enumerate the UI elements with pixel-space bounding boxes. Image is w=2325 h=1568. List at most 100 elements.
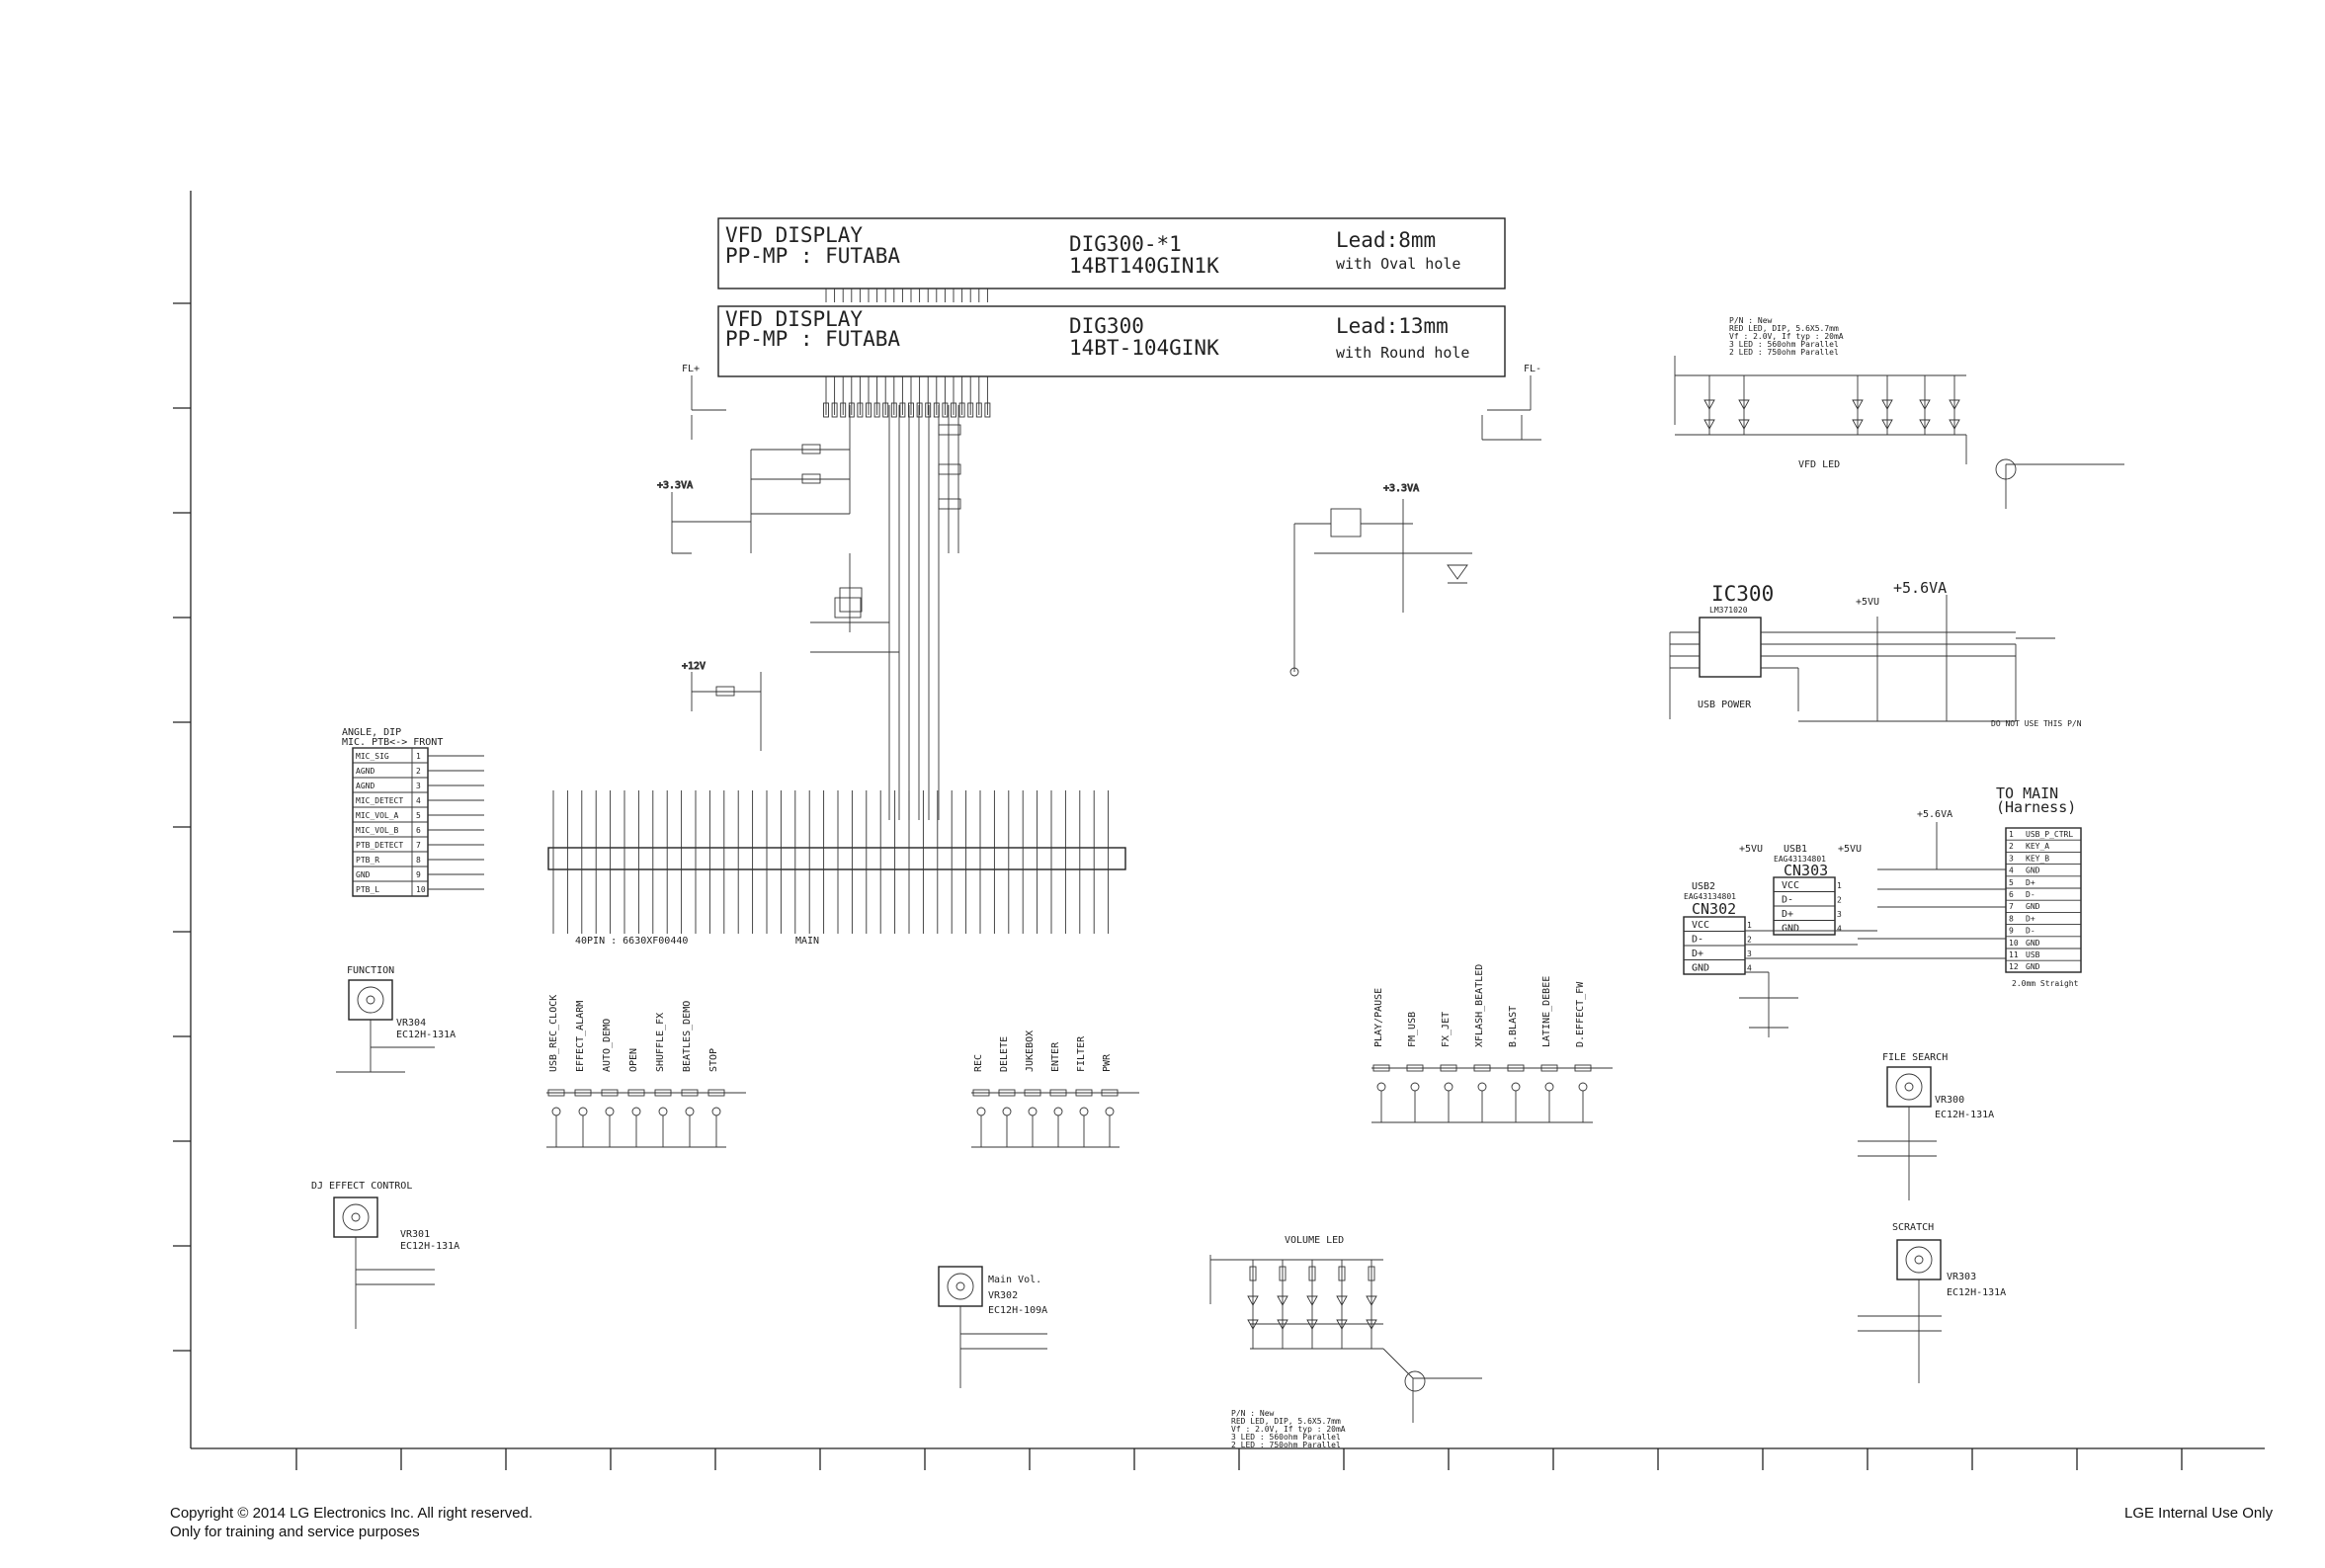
to-main-subtitle: (Harness) [1996, 798, 2076, 816]
rail-33va-b: +3.3VA [1383, 483, 1419, 494]
knob-icon [348, 979, 393, 1021]
volume-led-note-3: 3 LED : 560ohm Parallel [1231, 1433, 1341, 1442]
dj-effect-encoder: DJ EFFECT CONTROL VR301 EC12H-131A [311, 1181, 459, 1329]
vfd-top-part: DIG300-*1 [1069, 232, 1182, 256]
led-icon [1366, 1295, 1377, 1306]
key-switch [1002, 1107, 1012, 1116]
knob-icon [333, 1197, 378, 1238]
key-label: AUTO_DEMO [602, 1019, 613, 1072]
front-conn-pin-label: MIC_VOL_A [356, 811, 399, 820]
file-search-part: EC12H-131A [1935, 1110, 1994, 1120]
key-label: JUKEBOX [1025, 1031, 1036, 1072]
knob-icon [938, 1266, 983, 1307]
main-conn-label: 40PIN : 6630XF00440 [575, 936, 688, 947]
usb-power-block: IC300 LM371020 +5.6VA +5VU USB POWER DO … [1669, 579, 2082, 728]
vfd-display-bottom: VFD DISPLAY PP-MP : FUTABA DIG300 14BT-1… [717, 305, 1506, 377]
led-icon [1247, 1295, 1259, 1306]
volume-led-note-0: P/N : New [1231, 1409, 1275, 1418]
rail-5vu-a: +5VU [1856, 597, 1879, 608]
vfd-led-note-3: 3 LED : 560ohm Parallel [1729, 340, 1839, 349]
led-icon [1919, 399, 1931, 410]
key-label: ENTER [1050, 1041, 1061, 1072]
led-icon [1881, 419, 1893, 430]
to-main-pin-label: USB_P_CTRL [2026, 830, 2073, 839]
fl-minus-label: FL- [1524, 364, 1541, 374]
vfd-top-hole: with Oval hole [1336, 255, 1460, 273]
key-label: REC [973, 1054, 984, 1072]
usb-pin-number: 2 [1837, 896, 1842, 905]
main-connector: 40PIN : 6630XF00440 MAIN [547, 790, 1126, 947]
to-main-pin-label: KEY_A [2026, 842, 2049, 851]
key-label: B.BLAST [1508, 1006, 1519, 1047]
key-switch [1477, 1082, 1487, 1092]
key-switch [685, 1107, 695, 1116]
to-main-pin-label: USB [2026, 950, 2040, 959]
vfd-bottom-model: 14BT-104GINK [1069, 336, 1219, 360]
to-main-pin-label: D+ [2026, 878, 2035, 887]
usb-pin-number: 3 [1747, 949, 1752, 958]
led-icon [1336, 1319, 1348, 1330]
rail-12v-label: +12V [682, 661, 706, 672]
front-conn-title: ANGLE, DIP [342, 727, 401, 738]
to-main-pin-number: 12 [2009, 962, 2019, 971]
main-vol-label: Main Vol. [988, 1275, 1041, 1285]
file-search-label: FILE SEARCH [1882, 1052, 1948, 1063]
rail-56va-a: +5.6VA [1893, 579, 1947, 597]
main-conn-tag: MAIN [795, 936, 819, 947]
usb-pin-number: 3 [1837, 910, 1842, 919]
function-label: FUNCTION [347, 965, 394, 976]
to-main-pin-label: GND [2026, 902, 2040, 911]
key-label: LATINE_DEBEE [1541, 976, 1552, 1047]
led-icon [1919, 419, 1931, 430]
led-icon [1306, 1319, 1318, 1330]
usb-pin-label: GND [1692, 963, 1709, 974]
knob-icon [1886, 1066, 1932, 1108]
vfd-display-top: VFD DISPLAY PP-MP : FUTABA DIG300-*1 14B… [717, 217, 1506, 289]
usb-pin-label: D+ [1782, 909, 1793, 920]
knob-icon [1896, 1239, 1942, 1280]
led-icon [1247, 1319, 1259, 1330]
front-conn-pin-number: 9 [416, 870, 421, 879]
to-main-pin-number: 11 [2009, 950, 2019, 959]
key-label: FILTER [1076, 1035, 1087, 1072]
fl-rails: FL+ FL- [682, 364, 1541, 411]
to-main-pin-number: 7 [2009, 902, 2014, 911]
volume-led-note-4: 2 LED : 750ohm Parallel [1231, 1441, 1341, 1449]
volume-led-note-1: RED LED, DIP, 5.6X5.7mm [1231, 1417, 1341, 1426]
key-switch [1376, 1082, 1386, 1092]
key-label: FM_USB [1407, 1012, 1418, 1047]
function-encoder: FUNCTION VR304 EC12H-131A [336, 965, 456, 1073]
led-icon [1277, 1295, 1288, 1306]
vfd-drive-circuit: +3.3VA [657, 405, 1541, 820]
usb2-conn: CN302 [1692, 900, 1736, 918]
usb1-part: EAG43134801 [1774, 855, 1826, 864]
key-switch [711, 1107, 721, 1116]
vfd-top-maker: PP-MP : FUTABA [725, 244, 900, 268]
vfd-led-note-4: 2 LED : 750ohm Parallel [1729, 348, 1839, 357]
usb-power-label: USB POWER [1698, 700, 1752, 710]
to-main-pin-number: 3 [2009, 854, 2014, 863]
led-icon [1738, 399, 1750, 410]
usb-pin-label: D- [1782, 895, 1793, 906]
volume-led-label: VOLUME LED [1285, 1235, 1344, 1246]
usb-pin-number: 1 [1747, 921, 1752, 930]
scratch-label: SCRATCH [1892, 1222, 1934, 1233]
front-conn-pin-number: 3 [416, 782, 421, 790]
to-main-pin-label: GND [2026, 962, 2040, 971]
rail-56va-b: +5.6VA [1917, 809, 1952, 820]
mosfet-switch-circuit: +12V [682, 597, 889, 751]
usb2-part: EAG43134801 [1684, 892, 1736, 901]
front-conn-pin-label: PTB_L [356, 885, 379, 894]
footer-copyright: Copyright © 2014 LG Electronics Inc. All… [170, 1505, 533, 1522]
usb2-label: USB2 [1692, 881, 1715, 892]
usb1-conn: CN303 [1784, 862, 1828, 879]
vfd-led-note-0: P/N : New [1729, 316, 1773, 325]
to-main-pin-number: 9 [2009, 927, 2014, 936]
